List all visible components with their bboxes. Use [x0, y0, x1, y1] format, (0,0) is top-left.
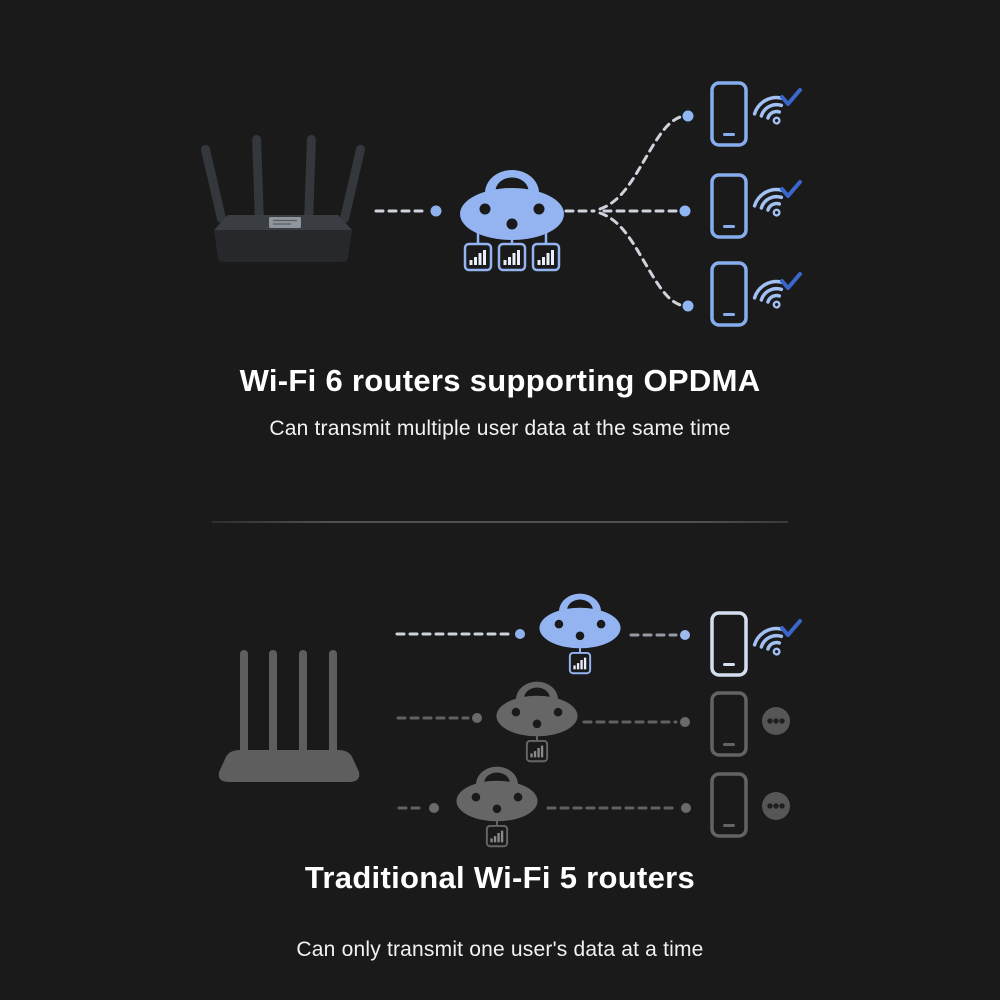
wifi6-subtitle: Can transmit multiple user data at the s…: [269, 417, 731, 440]
wifi-check-icon-active: [749, 619, 802, 665]
ufo-icon-waiting: [456, 767, 537, 847]
wifi-check-icon-3: [749, 272, 802, 318]
wifi5-row-waiting-2: [397, 767, 790, 847]
phone-icon-active: [710, 611, 748, 677]
phone-icon-1: [710, 81, 748, 147]
link-dot: [429, 803, 439, 813]
wifi5-diagram: [218, 594, 802, 847]
link-dot: [472, 713, 482, 723]
link-dot: [430, 205, 442, 217]
link-dot: [680, 630, 690, 640]
router-label: [269, 217, 301, 228]
wifi5-title: Traditional Wi-Fi 5 routers: [304, 860, 696, 895]
wifi5-router-image: [218, 650, 360, 782]
ufo-icon-active: [539, 594, 620, 674]
phone-icon-3: [710, 261, 748, 327]
wifi5-row-transmitting: [395, 594, 802, 677]
ufo-icon-waiting: [496, 682, 577, 762]
wifi6-diagram: [201, 81, 802, 327]
wifi-check-icon-1: [749, 88, 802, 134]
phone-icon-waiting: [710, 772, 748, 838]
link-dot: [682, 300, 694, 312]
phone-icon-waiting: [710, 691, 748, 757]
branch-curve-bottom: [598, 211, 686, 308]
link-dot: [679, 205, 691, 217]
wifi5-subtitle: Can only transmit one user's data at a t…: [296, 938, 704, 961]
branch-curve-top: [598, 114, 686, 211]
section-divider: [212, 521, 788, 523]
wifi6-router-image: [201, 135, 365, 262]
waiting-ellipsis-icon: [762, 792, 790, 820]
link-dot: [682, 110, 694, 122]
wifi5-row-waiting-1: [396, 682, 790, 762]
wifi-check-icon-2: [749, 180, 802, 226]
branch-links: [564, 110, 694, 312]
link-dot: [515, 629, 525, 639]
link-dot: [680, 717, 690, 727]
phone-icon-2: [710, 173, 748, 239]
ofdma-ufo-icon: [460, 170, 564, 270]
link-router-to-ufo: [374, 205, 442, 217]
waiting-ellipsis-icon: [762, 707, 790, 735]
link-dot: [681, 803, 691, 813]
wifi6-title: Wi-Fi 6 routers supporting OPDMA: [239, 363, 761, 398]
